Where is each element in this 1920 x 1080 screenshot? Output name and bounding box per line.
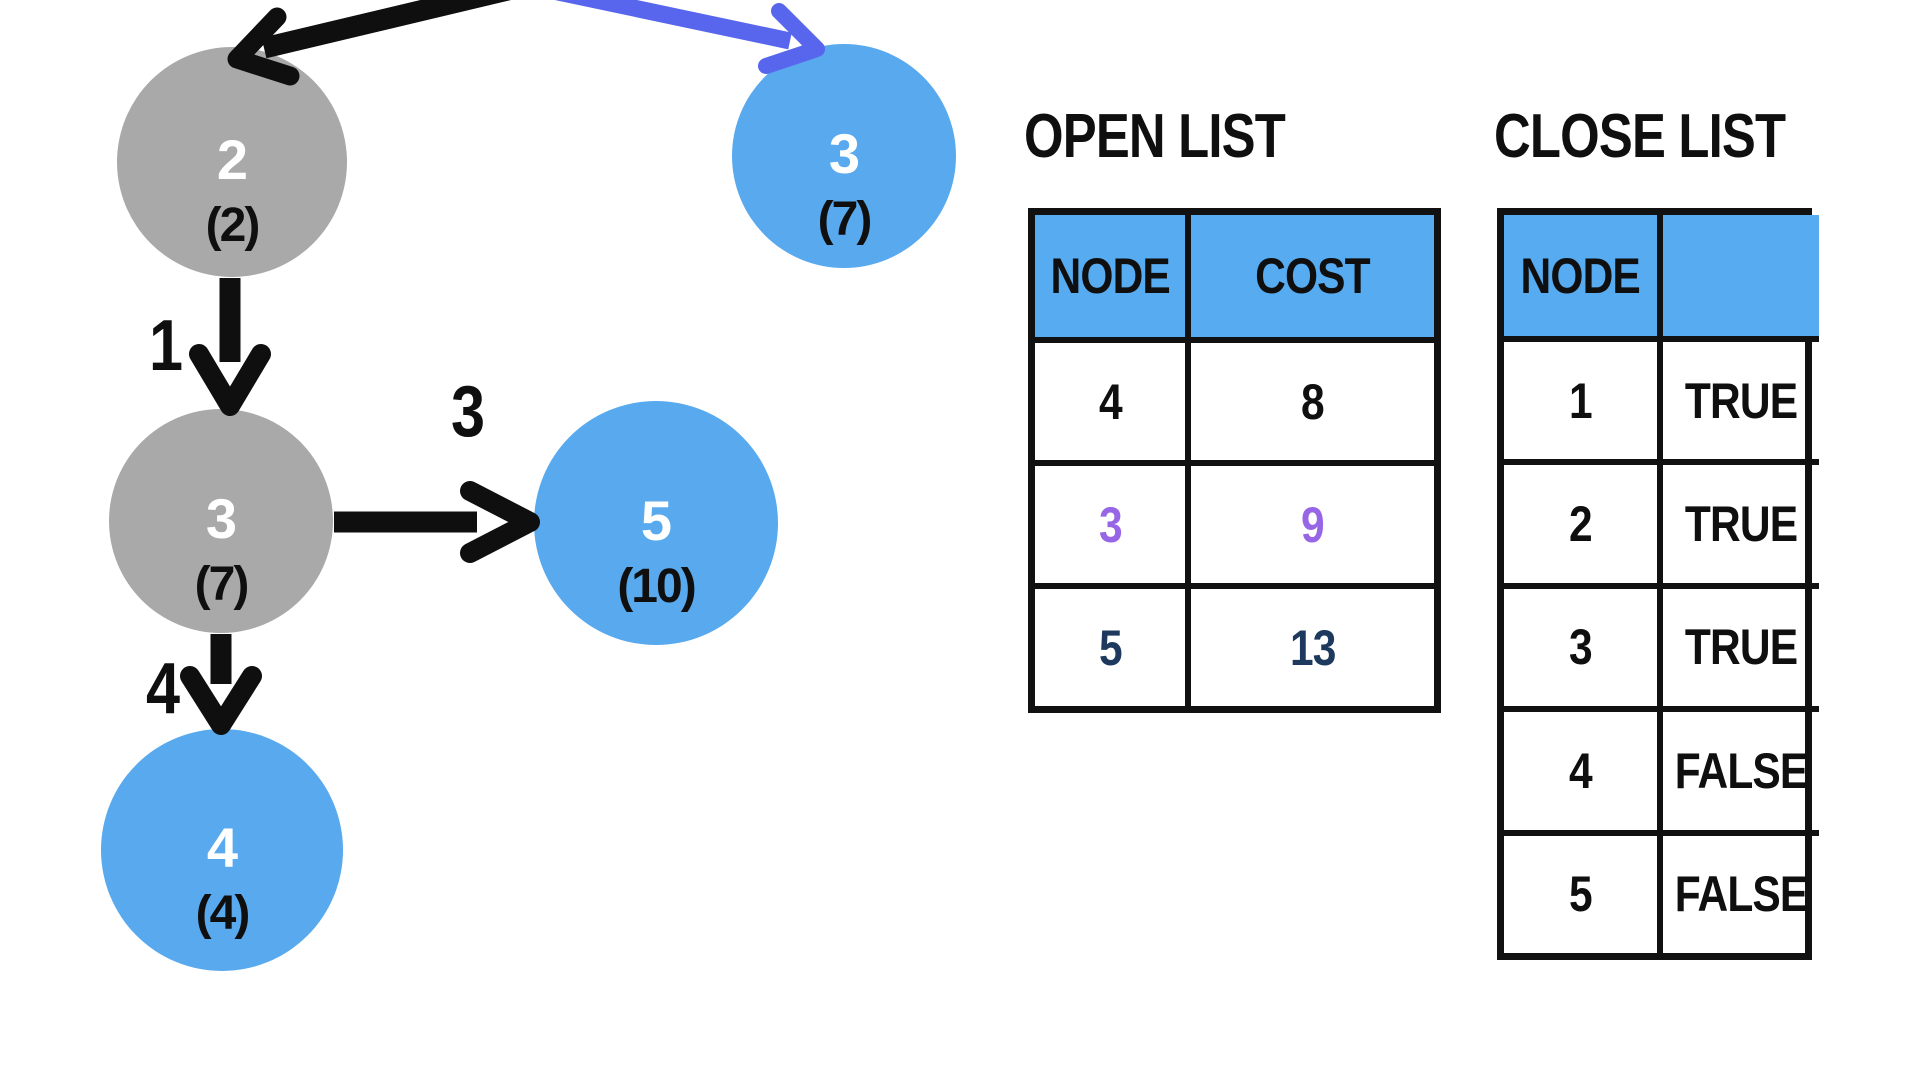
open-row-cost: 8: [1185, 337, 1434, 460]
node-cost-label: (4): [195, 887, 251, 940]
graph-node-3-top: 3 (7): [732, 44, 956, 268]
edge-node3-to-node4: [180, 634, 262, 735]
open-row-node: 3: [1035, 460, 1185, 583]
graph-node-2: 2 (2): [117, 47, 347, 277]
open-list-title: OPEN LIST: [1024, 102, 1286, 171]
open-col-header-cost: COST: [1185, 215, 1434, 337]
edge-node2-to-node3: [189, 278, 271, 416]
close-row-value: TRUE: [1657, 336, 1820, 460]
close-col-header-blank: [1657, 215, 1820, 336]
graph-node-5: 5 (10): [534, 401, 778, 645]
open-row-cost: 13: [1185, 583, 1434, 706]
close-row-value: FALSE: [1657, 829, 1820, 953]
arrowhead-icon: [180, 666, 262, 735]
edge-weight-3-5: 3: [450, 372, 486, 452]
close-row-value: TRUE: [1657, 582, 1820, 707]
close-col-header-node: NODE: [1504, 215, 1657, 336]
edge-weight-3-4: 4: [145, 649, 181, 729]
open-row-cost: 9: [1185, 460, 1434, 583]
arrowhead-icon: [189, 344, 271, 416]
node-cost-label: (7): [817, 193, 873, 246]
edge-weight-2-3: 1: [148, 306, 184, 386]
node-label: 3: [828, 122, 860, 185]
close-row-node: 3: [1504, 582, 1657, 706]
node-cost-label: (2): [205, 199, 261, 252]
close-row-value: FALSE: [1657, 706, 1820, 830]
node-cost-label: (7): [194, 558, 250, 611]
node-label: 3: [205, 487, 237, 550]
graph-node-4: 4 (4): [101, 729, 343, 971]
node-label: 5: [640, 489, 672, 552]
close-row-node: 2: [1504, 459, 1657, 582]
close-row-node: 5: [1504, 829, 1657, 953]
open-row-node: 5: [1035, 583, 1185, 706]
close-list-table: NODE 1 TRUE 2 TRUE 3 TRUE 4 FALSE 5 FALS…: [1497, 208, 1820, 960]
node-cost-label: (10): [617, 560, 696, 613]
graph-node-3-mid: 3 (7): [109, 409, 333, 633]
edge-top-to-node3: [554, 0, 825, 74]
close-row-value: TRUE: [1657, 459, 1820, 583]
node-label: 2: [216, 128, 248, 191]
open-col-header-node: NODE: [1035, 215, 1185, 337]
open-list-table: NODE COST 4 8 3 9 5 13: [1028, 208, 1441, 713]
close-row-node: 4: [1504, 706, 1657, 829]
edge-node3-to-node5: [334, 481, 540, 563]
node-label: 4: [206, 816, 238, 879]
arrowhead-icon: [460, 481, 540, 563]
close-row-node: 1: [1504, 336, 1657, 459]
close-list-title: CLOSE LIST: [1494, 102, 1786, 171]
open-row-node: 4: [1035, 337, 1185, 460]
